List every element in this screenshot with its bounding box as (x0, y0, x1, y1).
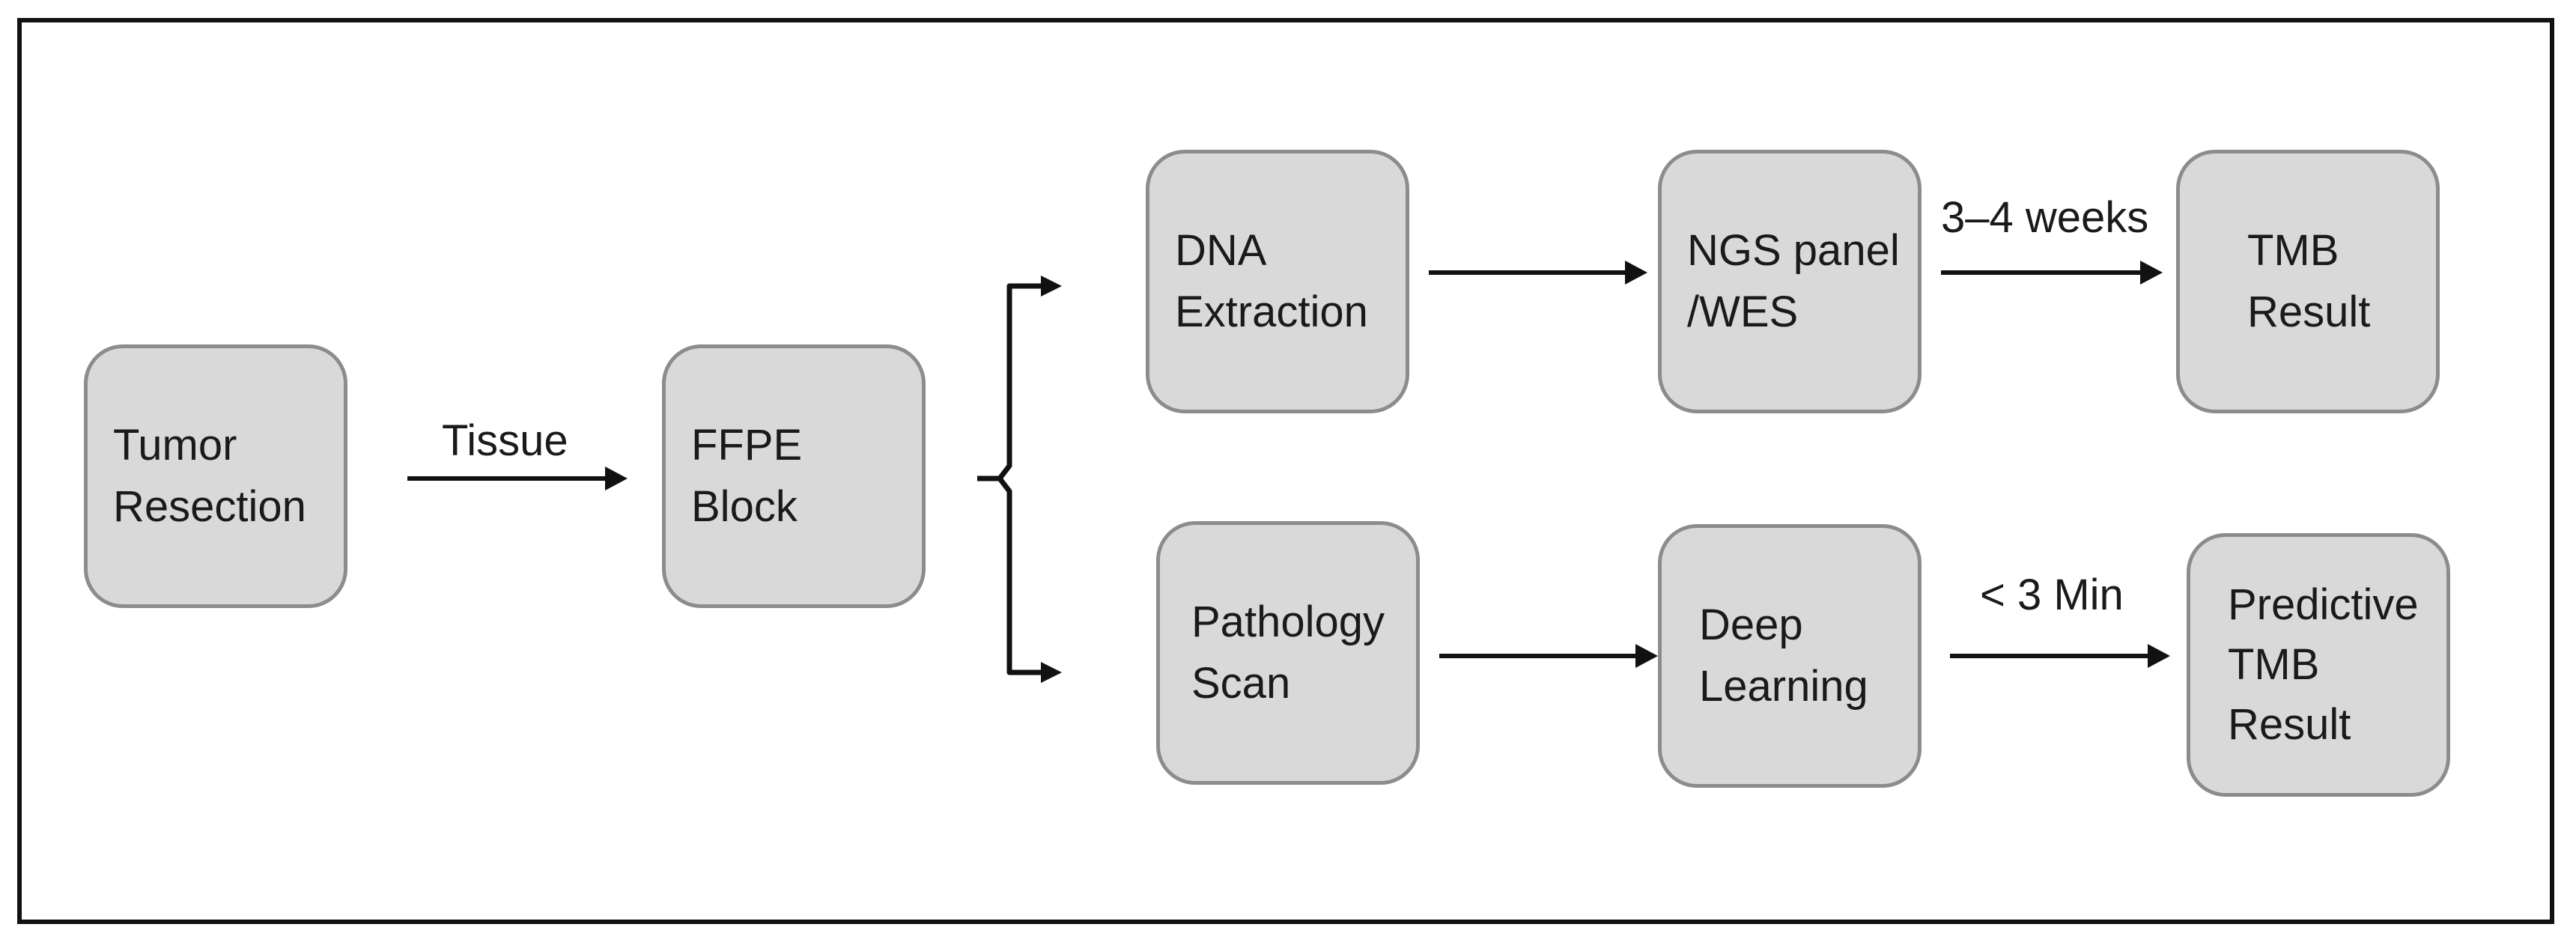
node-ffpe-block-line-1: FFPE (691, 421, 803, 470)
node-tumor-resection-line-2: Resection (113, 482, 306, 531)
node-ffpe-block: FFPE Block (662, 344, 926, 608)
node-pathology-scan: Pathology Scan (1156, 521, 1420, 785)
node-tumor-resection-line-1: Tumor (113, 421, 237, 470)
edge-label-prediction-time: < 3 Min (1980, 571, 2124, 619)
node-tmb-result: TMB Result (2176, 150, 2440, 413)
node-deep-learning-line-1: Deep (1699, 601, 1803, 649)
node-ngs-panel: NGS panel /WES (1658, 150, 1922, 413)
node-predictive-tmb-result-line-1: Predictive (2228, 580, 2419, 629)
arrow-resection-to-ffpe (407, 467, 628, 490)
node-dna-extraction-line-1: DNA (1175, 226, 1267, 275)
node-deep-learning: Deep Learning (1658, 524, 1922, 788)
arrow-deep-learning-to-predictive (1950, 644, 2170, 668)
node-deep-learning-line-2: Learning (1699, 662, 1868, 711)
node-ffpe-block-line-2: Block (691, 482, 798, 531)
diagram-frame (17, 18, 2554, 924)
edge-label-sequencing-time: 3–4 weeks (1941, 193, 2149, 242)
arrow-ngs-to-tmb (1941, 261, 2163, 285)
node-dna-extraction: DNA Extraction (1146, 150, 1409, 413)
node-pathology-scan-line-2: Scan (1191, 659, 1291, 708)
node-predictive-tmb-result-line-2: TMB (2228, 640, 2320, 689)
arrow-pathology-to-deep-learning (1439, 644, 1658, 668)
node-tmb-result-line-2: Result (2247, 288, 2371, 336)
node-predictive-tmb-result: Predictive TMB Result (2187, 533, 2450, 797)
branch-brace (977, 276, 1062, 683)
node-tmb-result-line-1: TMB (2247, 226, 2339, 275)
arrow-dna-to-ngs (1429, 261, 1647, 285)
edge-label-tissue: Tissue (442, 416, 568, 465)
node-ngs-panel-line-2: /WES (1687, 288, 1799, 336)
node-tumor-resection: Tumor Resection (84, 344, 347, 608)
node-pathology-scan-line-1: Pathology (1191, 598, 1385, 646)
node-ngs-panel-line-1: NGS panel (1687, 226, 1900, 275)
node-predictive-tmb-result-line-3: Result (2228, 700, 2351, 749)
node-dna-extraction-line-2: Extraction (1175, 288, 1368, 336)
